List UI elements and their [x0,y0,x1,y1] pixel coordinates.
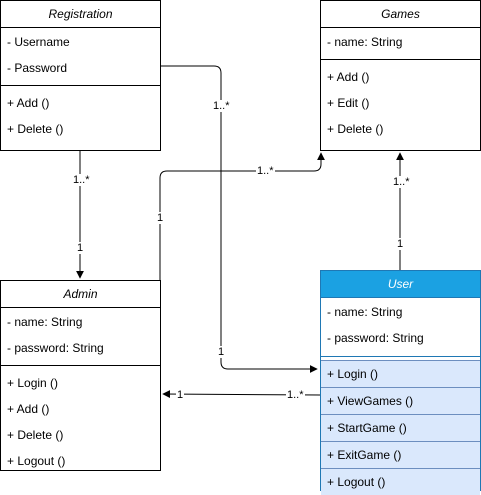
class-user[interactable]: User - name: String - password: String +… [320,270,481,495]
attribute: - name: String [327,35,403,49]
operation: + Login () [321,361,480,388]
operation: + Edit () [327,96,370,110]
attribute: - Username [7,35,70,49]
multiplicity-label: 1..* [392,176,411,188]
operation: + Login () [7,376,59,390]
attribute: - name: String [327,305,403,319]
operation: + Add () [7,96,50,110]
registration-user-association [161,65,318,373]
operations-section: + Login () + ViewGames () + StartGame ()… [321,360,480,495]
attribute: - password: String [327,331,424,345]
operations-section: + Add () + Edit () + Delete () [321,60,480,142]
operation: + Delete () [7,428,64,442]
class-title: Games [321,1,480,28]
class-games[interactable]: Games - name: String + Add () + Edit () … [320,0,481,151]
operation: + Add () [7,402,50,416]
attribute: - name: String [7,315,83,329]
operation: + Delete () [7,122,64,136]
multiplicity-label: 1..* [212,100,231,112]
attribute: - password: String [7,341,104,355]
operation: + Delete () [327,122,384,136]
multiplicity-label: 1 [156,212,165,224]
class-admin[interactable]: Admin - name: String - password: String … [0,280,161,471]
operation: + ViewGames () [321,388,480,415]
admin-games-association [159,152,325,280]
multiplicity-label: 1..* [256,165,275,177]
operation: + Logout () [327,475,386,489]
operations-section: + Add () + Delete () [1,86,160,142]
class-title: User [321,271,480,298]
operations-section: + Login () + Add () + Delete () + Logout… [1,366,160,474]
multiplicity-label: 1 [76,242,85,254]
attributes-section: - name: String - password: String [1,308,160,366]
operation: + Logout () [7,454,66,468]
attributes-section: - name: String - password: String [321,298,480,357]
class-title: Admin [1,281,160,308]
multiplicity-label: 1..* [72,174,91,186]
multiplicity-label: 1 [217,346,226,358]
multiplicity-label: 1 [396,238,405,250]
attributes-section: - Username - Password [1,28,160,86]
multiplicity-label: 1..* [286,389,305,401]
operation: + Add () [327,70,370,84]
class-title: Registration [1,1,160,28]
attribute: - Password [7,61,68,75]
class-registration[interactable]: Registration - Username - Password + Add… [0,0,161,151]
multiplicity-label: 1 [176,389,185,401]
operation: + ExitGame () [321,442,480,469]
attributes-section: - name: String [321,28,480,60]
operation: + StartGame () [321,415,480,442]
